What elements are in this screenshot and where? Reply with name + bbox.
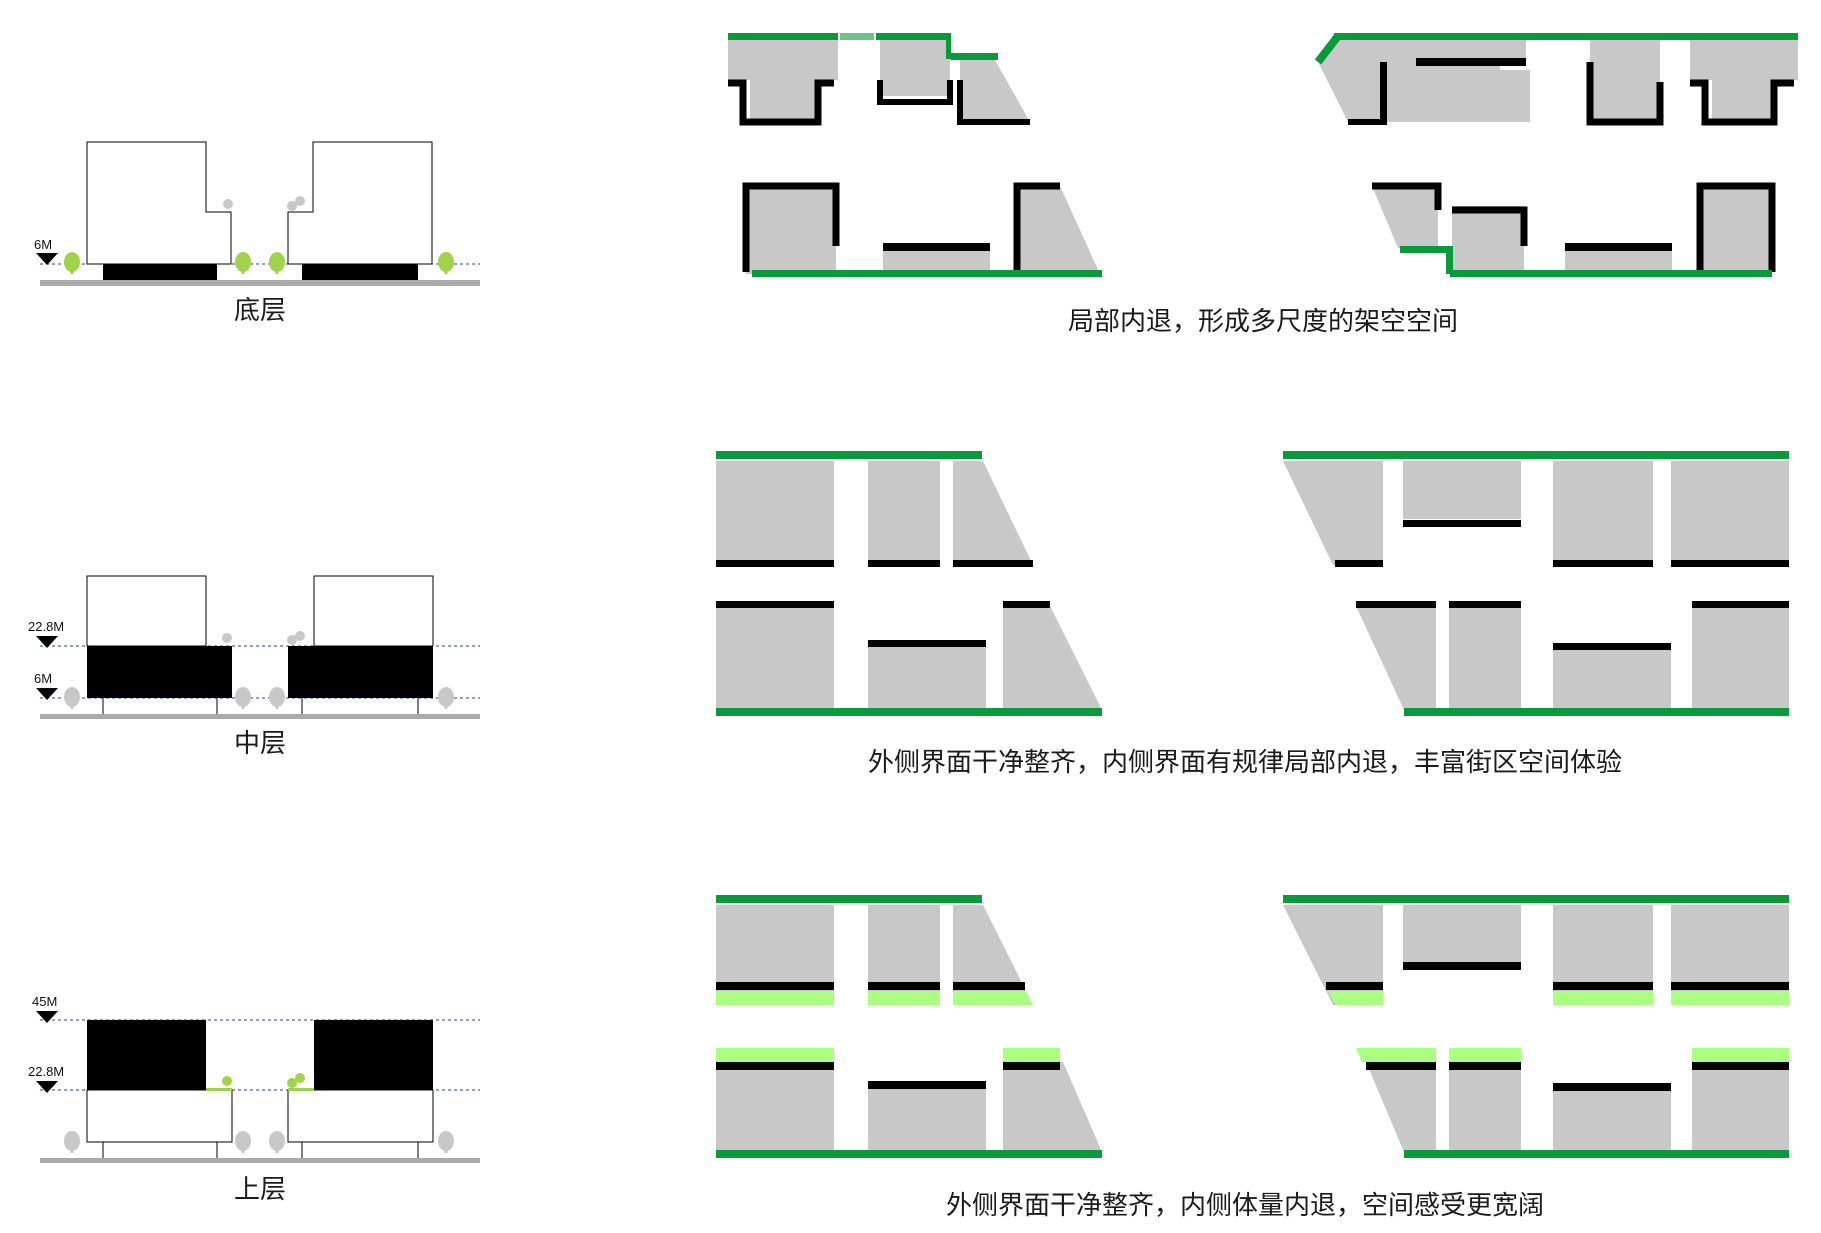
top-volume-left [87,1020,206,1090]
elevation-label-6m: 6M [34,237,52,252]
layer-label-ground: 底层 [234,296,286,326]
elevation-label-22-8m: 22.8M [28,619,64,634]
ground-line [40,280,480,286]
mid-volume-right [288,646,433,698]
elevation-label-6m: 6M [34,671,52,686]
building-left-outline [86,141,232,265]
mid-volume-left [87,646,232,698]
caption-ground: 局部内退，形成多尺度的架空空间 [1068,307,1458,337]
plan-middle: 外侧界面干净整齐，内侧界面有规律局部内退，丰富街区空间体验 [716,451,1789,778]
building-right-outline [287,141,433,265]
top-volume-right [314,1020,433,1090]
elevation-label-22-8m: 22.8M [28,1064,64,1079]
podium-left [103,264,217,282]
plan-ground: 局部内退，形成多尺度的架空空间 [728,33,1798,337]
section-upper: 45M 22.8M 上层 [28,994,480,1205]
section-ground: 6M 底层 [34,141,480,326]
caption-upper: 外侧界面干净整齐，内侧体量内退，空间感受更宽阔 [946,1191,1544,1221]
elevation-label-45m: 45M [32,994,57,1009]
podium-right [302,264,418,282]
plan-upper: 外侧界面干净整齐，内侧体量内退，空间感受更宽阔 [716,895,1789,1221]
section-middle: 22.8M 6M 中层 [28,575,480,759]
caption-middle: 外侧界面干净整齐，内侧界面有规律局部内退，丰富街区空间体验 [868,748,1622,778]
layer-label-middle: 中层 [234,729,286,759]
layer-label-upper: 上层 [234,1175,286,1205]
